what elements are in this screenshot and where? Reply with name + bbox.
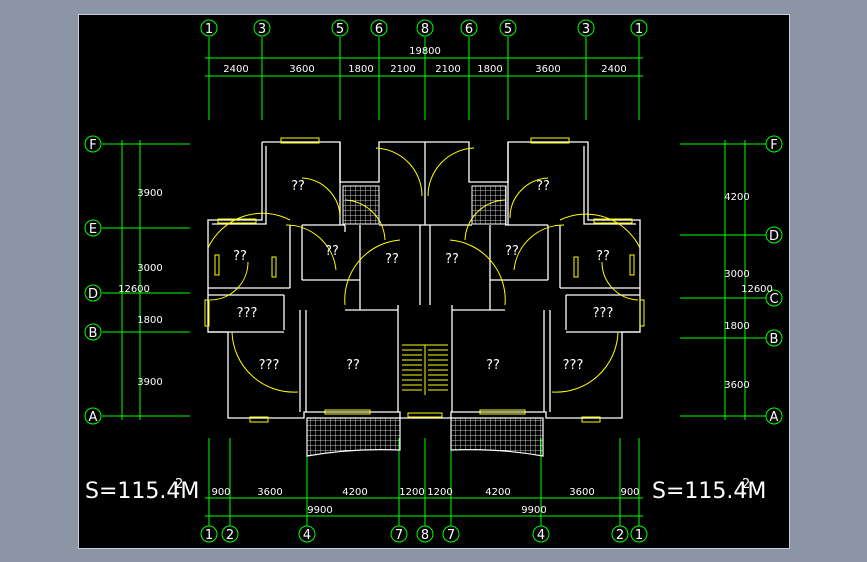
axis-label: 2 xyxy=(226,528,234,543)
axis-label: 6 xyxy=(465,22,473,37)
dimension: 1800 xyxy=(137,315,162,326)
dimension: 3600 xyxy=(289,64,314,75)
axis-label: 5 xyxy=(504,22,512,37)
dimension: 2400 xyxy=(223,64,248,75)
axis-label: 1 xyxy=(635,22,643,37)
room-label: ?? xyxy=(486,358,500,373)
dimension: 3000 xyxy=(724,269,749,280)
room-labels: ?? ?? ?? ?? ?? ?? ??? ??? ??? ??? ?? ?? … xyxy=(233,179,613,373)
axis-label: A xyxy=(89,410,98,425)
axis-label: F xyxy=(89,138,96,153)
axis-label: A xyxy=(770,410,779,425)
right-axis-bubbles: F D C B A xyxy=(765,135,783,425)
walls xyxy=(207,141,641,419)
room-label: ??? xyxy=(593,306,614,321)
dimension: 3600 xyxy=(724,380,749,391)
axis-label: E xyxy=(89,222,97,237)
axis-label: 6 xyxy=(375,22,383,37)
axis-label: 1 xyxy=(635,528,643,543)
stair xyxy=(402,344,448,395)
bottom-grid-lines xyxy=(205,438,643,526)
top-grid-lines xyxy=(205,37,643,120)
top-dimensions: 19800 2400 3600 1800 2100 2100 1800 3600… xyxy=(223,46,626,75)
room-label: ??? xyxy=(563,358,584,373)
axis-label: F xyxy=(770,138,777,153)
axis-label: 8 xyxy=(421,22,429,37)
bottom-axis-bubbles: 1 2 4 7 8 7 4 2 1 xyxy=(200,525,648,543)
room-label: ?? xyxy=(233,249,247,264)
dimension: 1200 xyxy=(427,487,452,498)
room-label: ??? xyxy=(259,358,280,373)
dimension: 3600 xyxy=(257,487,282,498)
dimension: 1800 xyxy=(348,64,373,75)
left-dimensions: 3900 3000 1800 3900 12600 xyxy=(118,188,163,388)
axis-label: 7 xyxy=(395,528,403,543)
axis-label: D xyxy=(769,229,779,244)
axis-label: 3 xyxy=(582,22,590,37)
dimension-total: 9900 xyxy=(307,505,332,516)
dimension: 2400 xyxy=(601,64,626,75)
room-label: ??? xyxy=(237,306,258,321)
dimension: 900 xyxy=(620,487,639,498)
room-label: ?? xyxy=(385,252,399,267)
dimension: 3000 xyxy=(137,263,162,274)
axis-label: 1 xyxy=(205,22,213,37)
area-labels: S=115.4M 2 S=115.4M 2 xyxy=(85,477,766,504)
dimension: 3900 xyxy=(137,377,162,388)
room-label: ?? xyxy=(445,252,459,267)
axis-label: 8 xyxy=(421,528,429,543)
dimension: 2100 xyxy=(390,64,415,75)
axis-label: B xyxy=(89,326,98,341)
axis-label: C xyxy=(769,292,778,307)
dimension-total: 12600 xyxy=(741,284,773,295)
dimension: 900 xyxy=(211,487,230,498)
axis-label: 1 xyxy=(205,528,213,543)
room-label: ?? xyxy=(596,249,610,264)
area-unit-sup-right: 2 xyxy=(742,477,750,492)
dimension: 1800 xyxy=(477,64,502,75)
drawing-canvas xyxy=(78,14,790,549)
axis-label: 2 xyxy=(616,528,624,543)
dimension-total: 12600 xyxy=(118,284,150,295)
dimension: 3600 xyxy=(535,64,560,75)
axis-label: 3 xyxy=(258,22,266,37)
area-label-left: S=115.4M xyxy=(85,479,199,504)
dimension: 2100 xyxy=(435,64,460,75)
right-grid-lines xyxy=(680,140,766,420)
area-unit-sup-left: 2 xyxy=(175,477,183,492)
room-label: ?? xyxy=(346,358,360,373)
dimension: 4200 xyxy=(724,192,749,203)
axis-label: D xyxy=(88,287,98,302)
room-label: ?? xyxy=(291,179,305,194)
area-label-right: S=115.4M xyxy=(652,479,766,504)
room-label: ?? xyxy=(536,179,550,194)
dimension: 3600 xyxy=(569,487,594,498)
dimension: 1800 xyxy=(724,321,749,332)
door-swings xyxy=(207,147,641,393)
top-axis-bubbles: 1 3 5 6 8 6 5 3 1 xyxy=(200,19,648,37)
dimension: 4200 xyxy=(342,487,367,498)
dimension: 3900 xyxy=(137,188,162,199)
dimension: 4200 xyxy=(485,487,510,498)
bottom-dimensions: 900 3600 4200 1200 1200 4200 3600 900 99… xyxy=(211,487,639,516)
room-label: ?? xyxy=(505,244,519,259)
dimension-total: 9900 xyxy=(521,505,546,516)
left-grid-lines xyxy=(102,140,190,420)
dimension-total: 19800 xyxy=(409,46,441,57)
left-axis-bubbles: F E D B A xyxy=(84,135,102,425)
hatched-areas xyxy=(306,185,544,457)
axis-label: 7 xyxy=(447,528,455,543)
axis-label: 4 xyxy=(303,528,311,543)
room-label: ?? xyxy=(325,244,339,259)
right-dimensions: 4200 3000 1800 3600 12600 xyxy=(724,192,773,391)
dimension: 1200 xyxy=(399,487,424,498)
axis-label: 4 xyxy=(537,528,545,543)
axis-label: 5 xyxy=(336,22,344,37)
axis-label: B xyxy=(770,332,779,347)
